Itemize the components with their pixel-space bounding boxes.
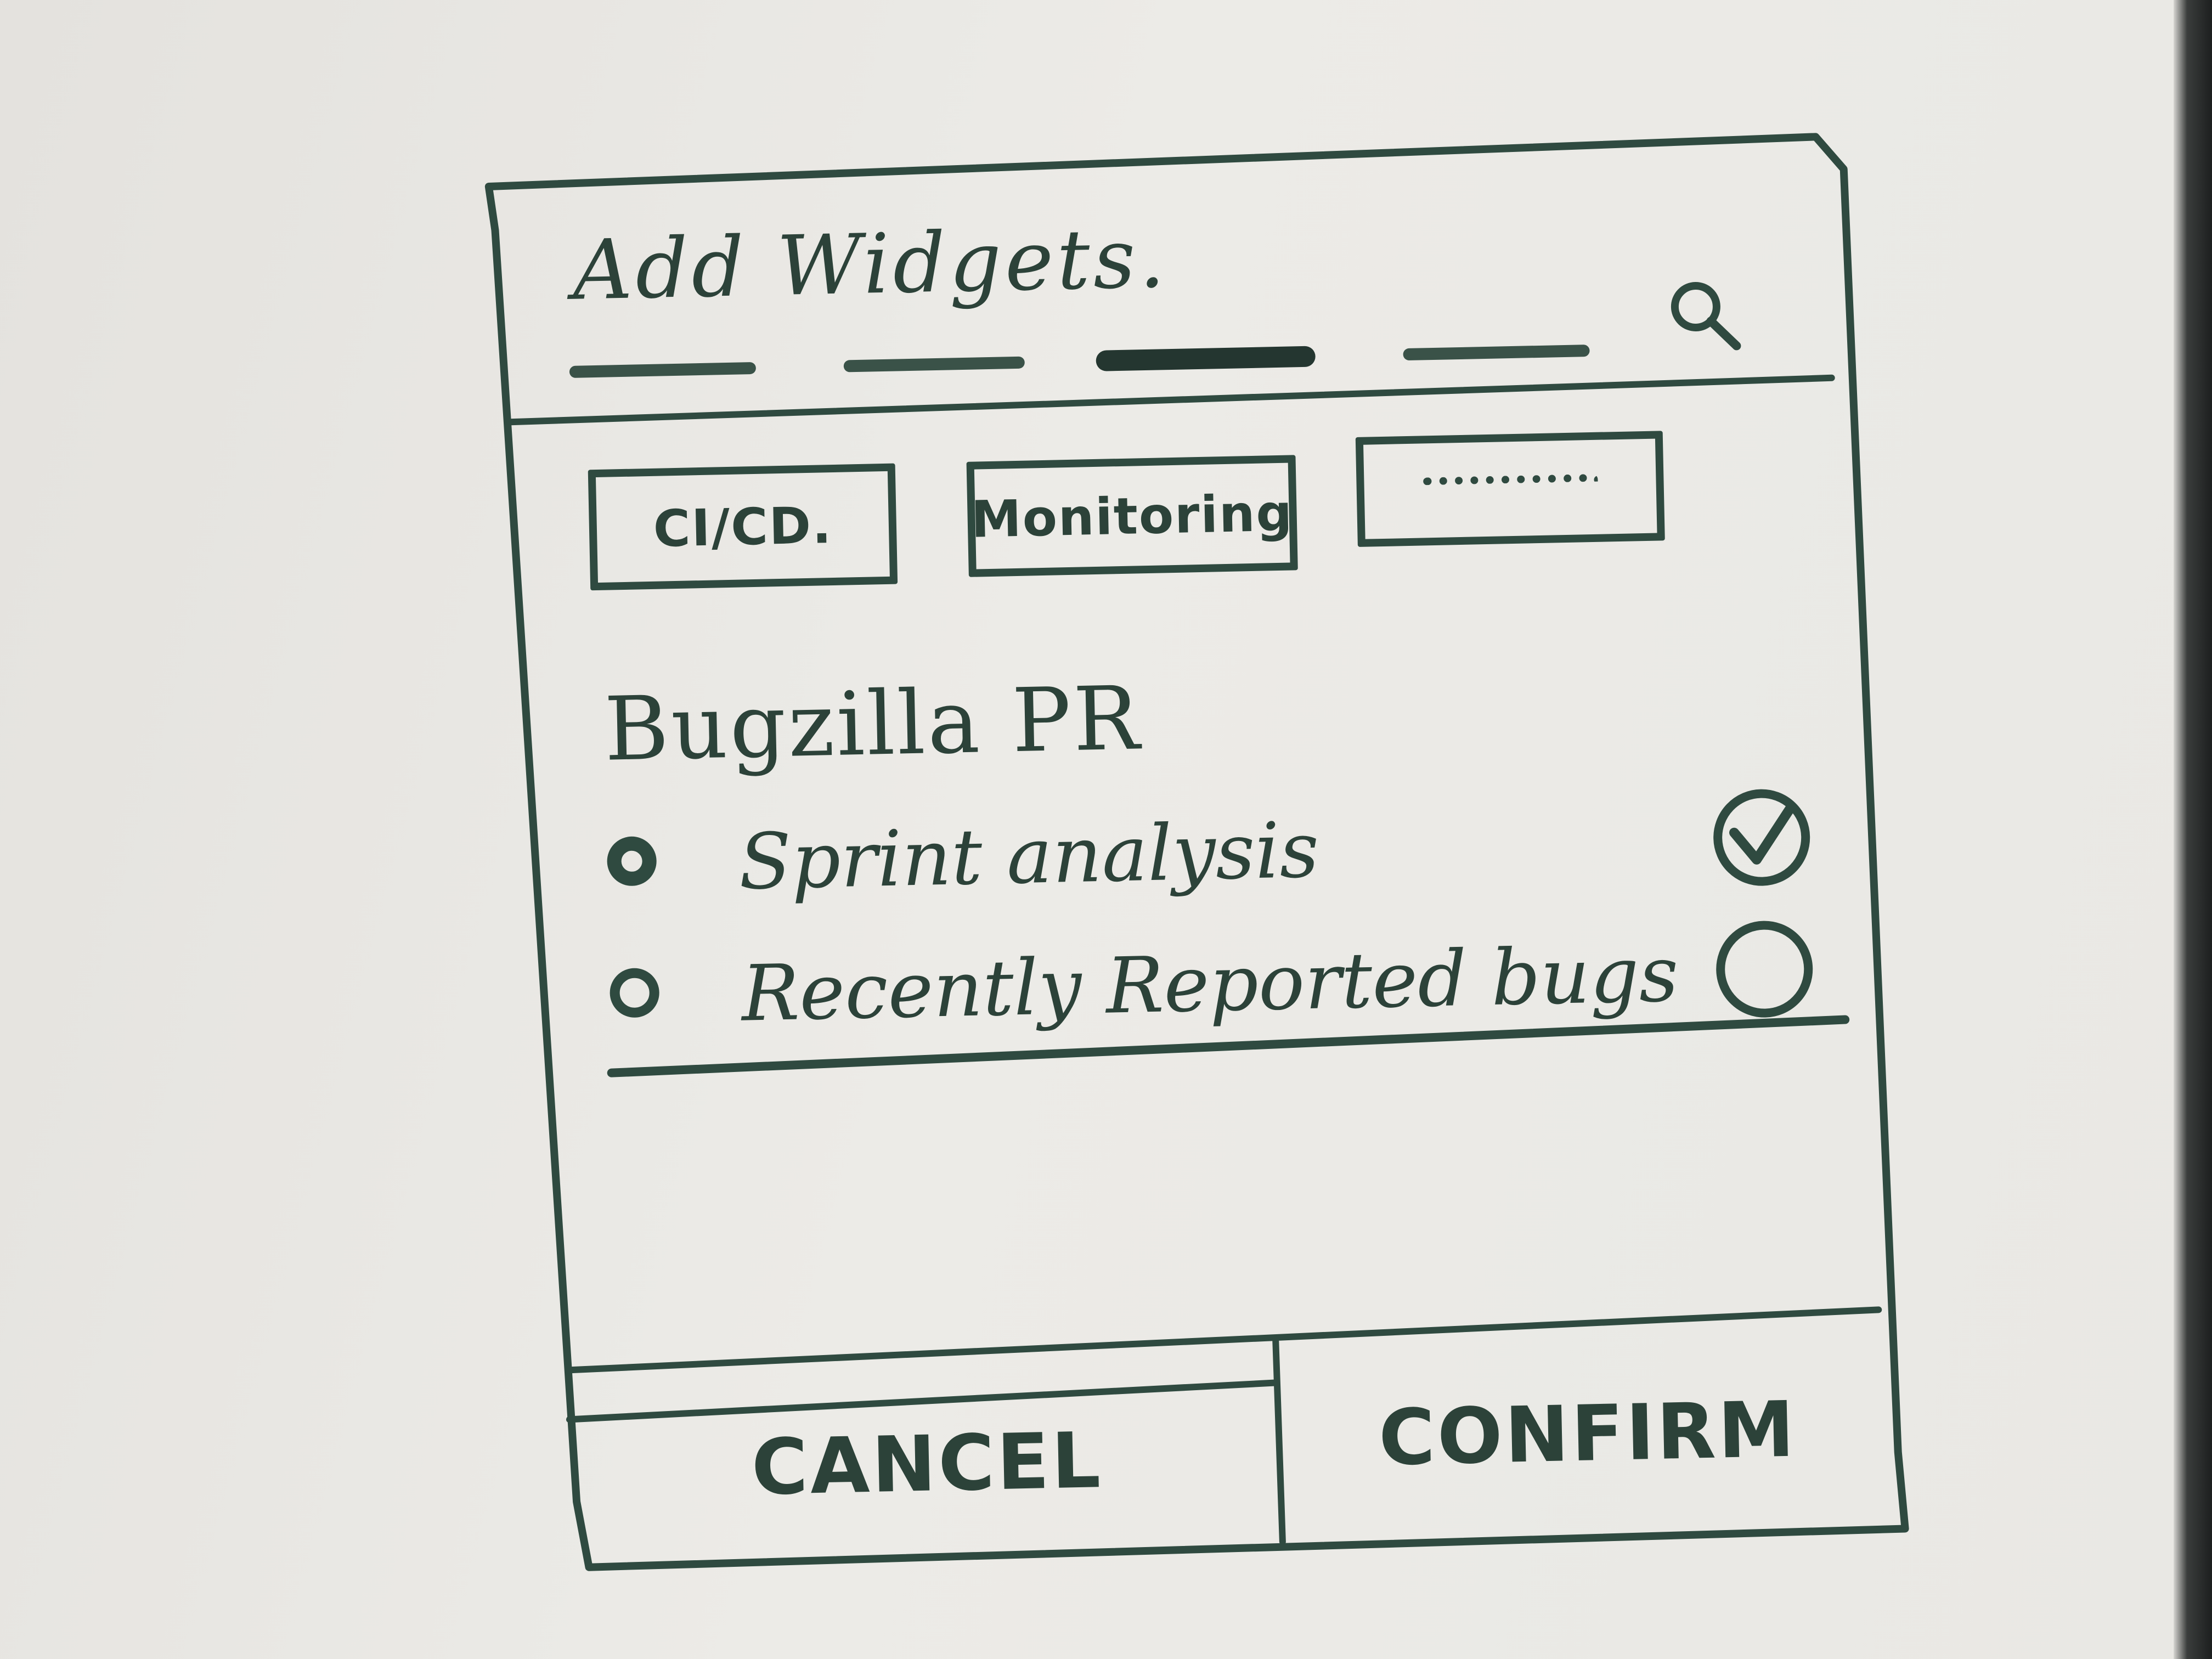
list-item-label: Recently Reported bugs — [741, 929, 1679, 1039]
list-item[interactable]: Sprint analysis — [595, 785, 1810, 919]
chip-scribble — [1422, 473, 1598, 504]
category-chip-monitoring[interactable]: Monitoring — [966, 455, 1298, 577]
list-item-label: Sprint analysis — [738, 805, 1320, 907]
unchecked-circle-icon[interactable] — [1711, 916, 1818, 1023]
dialog-frame — [484, 133, 1909, 1571]
add-widgets-dialog: Add Widgets. CI/CD. Monitoring Bugzilla … — [484, 133, 1977, 1571]
bullet-icon — [609, 967, 660, 1018]
tab-1[interactable] — [569, 362, 757, 378]
category-chip-more[interactable] — [1355, 431, 1665, 547]
search-icon[interactable] — [1665, 275, 1743, 354]
category-chip-cicd[interactable]: CI/CD. — [588, 463, 898, 591]
confirm-button[interactable]: CONFIRM — [1378, 1385, 1798, 1483]
list-item[interactable]: Recently Reported bugs — [598, 916, 1813, 1051]
paper-edge — [2174, 0, 2212, 1659]
section-title: Bugzilla PR — [603, 667, 1143, 781]
bullet-icon — [606, 836, 657, 887]
tab-4[interactable] — [1403, 345, 1590, 361]
dialog-title: Add Widgets. — [572, 211, 1169, 319]
checked-circle-icon[interactable] — [1708, 785, 1815, 891]
cancel-button[interactable]: CANCEL — [751, 1415, 1104, 1513]
tab-2[interactable] — [843, 356, 1025, 373]
